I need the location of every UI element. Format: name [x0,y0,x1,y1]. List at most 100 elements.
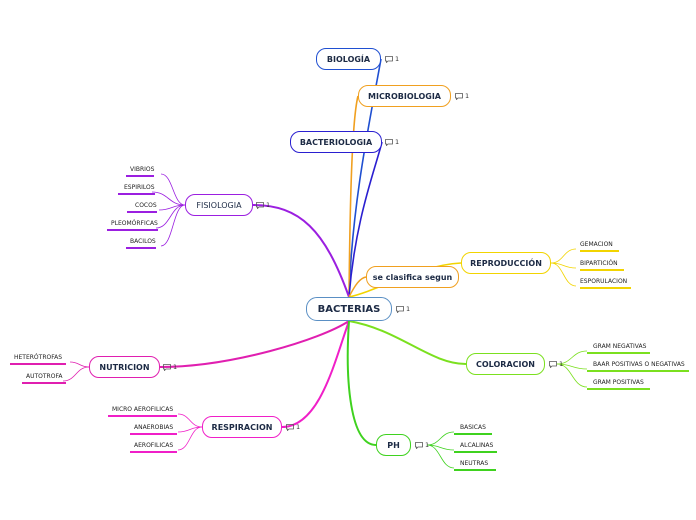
center-node-bacterias[interactable]: BACTERIAS [306,297,392,321]
leaf-line-reproduccion-0 [550,248,577,264]
branch-line-nutricion [159,320,350,368]
leaf-underline [126,247,156,249]
leaf-line-coloracion-2 [556,363,588,388]
leaf-label: AEROFILICAS [134,442,174,449]
leaf-underline [127,211,157,213]
leaf-label: COCOS [135,202,157,209]
leaf-biparticion[interactable]: BIPARTICIÓN [580,260,624,271]
leaf-underline [587,388,650,390]
leaf-cocos[interactable]: COCOS [127,202,157,213]
comment-icon [549,360,557,368]
comment-count: 1 [395,55,400,63]
leaf-label: MICRO AEROFILICAS [112,406,174,413]
comment-marker[interactable]: 1 [163,363,177,371]
comment-count: 1 [559,360,564,368]
leaf-underline [454,451,498,453]
leaf-label: AUTOTROFA [26,373,63,380]
comment-count: 1 [296,423,301,431]
leaf-underline [580,269,624,271]
leaf-anaerobias[interactable]: ANAEROBIAS [130,424,178,435]
branch-line-coloracion [348,320,467,365]
leaf-line-nutricion-1 [62,366,90,382]
comment-marker[interactable]: 1 [549,360,563,368]
leaf-esporulacion[interactable]: ESPORULACION [580,278,632,289]
leaf-line-nutricion-0 [69,361,90,368]
leaf-label: ANAEROBIAS [134,424,174,431]
comment-marker[interactable]: 1 [286,423,300,431]
leaf-aerofilicas[interactable]: AEROFILICAS [130,442,178,453]
comment-marker[interactable]: 1 [396,305,410,313]
leaf-underline [580,250,619,252]
comment-marker[interactable]: 1 [415,441,429,449]
leaf-autotrofa[interactable]: AUTOTROFA [22,373,67,384]
leaf-underline [10,363,67,365]
leaf-underline [126,175,155,177]
branch-line-fisiologia [252,204,350,298]
leaf-label: ESPORULACION [580,278,628,285]
leaf-label: VIBRIOS [130,166,155,173]
leaf-label: ALCALINAS [460,442,494,449]
leaf-underline [587,370,689,372]
leaf-micro-aerofilicas[interactable]: MICRO AEROFILICAS [108,406,178,417]
leaf-line-respiracion-2 [177,426,203,451]
comment-marker[interactable]: 1 [385,55,399,63]
branch-line-biologia [348,58,382,298]
branch-node-biologia[interactable]: BIOLOGÍA [316,48,381,70]
leaf-vibrios[interactable]: VIBRIOS [126,166,155,177]
leaf-underline [587,352,651,354]
comment-count: 1 [395,138,400,146]
branch-node-clasifica[interactable]: se clasifica segun [366,266,459,288]
branch-node-ph[interactable]: PH [376,434,411,456]
comment-count: 1 [266,201,271,209]
leaf-underline [454,469,497,471]
leaf-line-fisiologia-4 [160,204,186,247]
leaf-pleomorficas[interactable]: PLEOMÓRFICAS [107,220,158,231]
leaf-underline [454,433,492,435]
leaf-heterotrofas[interactable]: HETERÓTROFAS [10,354,67,365]
branch-line-microbiologia [348,95,359,298]
leaf-basicas[interactable]: BASICAS [454,424,492,435]
leaf-label: BAAR POSITIVAS O NEGATIVAS [593,361,685,368]
leaf-alcalinas[interactable]: ALCALINAS [454,442,498,453]
leaf-baar[interactable]: BAAR POSITIVAS O NEGATIVAS [587,361,689,372]
branch-node-nutricion[interactable]: NUTRICION [89,356,160,378]
leaf-label: GRAM NEGATIVAS [593,343,647,350]
leaf-underline [118,193,155,195]
comment-marker[interactable]: 1 [256,201,270,209]
leaf-label: BASICAS [460,424,486,431]
branch-node-fisiologia[interactable]: FISIOLOGIA [185,194,253,216]
comment-icon [385,138,393,146]
branch-node-reproduccion[interactable]: REPRODUCCIÓN [461,252,551,274]
branch-node-microbiologia[interactable]: MICROBIOLOGIA [358,85,451,107]
branch-line-ph [346,320,377,446]
leaf-underline [580,287,632,289]
comment-icon [163,363,171,371]
leaf-gemacion[interactable]: GEMACION [580,241,619,252]
leaf-gram-positivas[interactable]: GRAM POSITIVAS [587,379,650,390]
leaf-underline [22,382,67,384]
comment-marker[interactable]: 1 [385,138,399,146]
branch-node-respiracion[interactable]: RESPIRACION [202,416,282,438]
comment-marker[interactable]: 1 [455,92,469,100]
leaf-line-fisiologia-1 [151,191,186,206]
leaf-underline [108,415,178,417]
comment-count: 1 [173,363,178,371]
leaf-label: BACILOS [130,238,156,245]
leaf-label: HETERÓTROFAS [14,354,63,361]
comment-icon [455,92,463,100]
leaf-espirilos[interactable]: ESPIRILOS [118,184,155,195]
branch-node-bacteriologia[interactable]: BACTERIOLOGIA [290,131,382,153]
leaf-line-respiracion-0 [177,413,203,428]
branch-line-clasifica [348,276,367,298]
leaf-neutras[interactable]: NEUTRAS [454,460,497,471]
branch-line-bacteriologia [348,141,383,298]
leaf-label: BIPARTICIÓN [580,260,618,267]
branch-node-coloracion[interactable]: COLORACION [466,353,545,375]
leaf-label: PLEOMÓRFICAS [111,220,158,227]
leaf-bacilos[interactable]: BACILOS [126,238,156,249]
leaf-gram-negativas[interactable]: GRAM NEGATIVAS [587,343,651,354]
leaf-label: GEMACION [580,241,613,248]
comment-count: 1 [465,92,470,100]
leaf-underline [107,229,158,231]
